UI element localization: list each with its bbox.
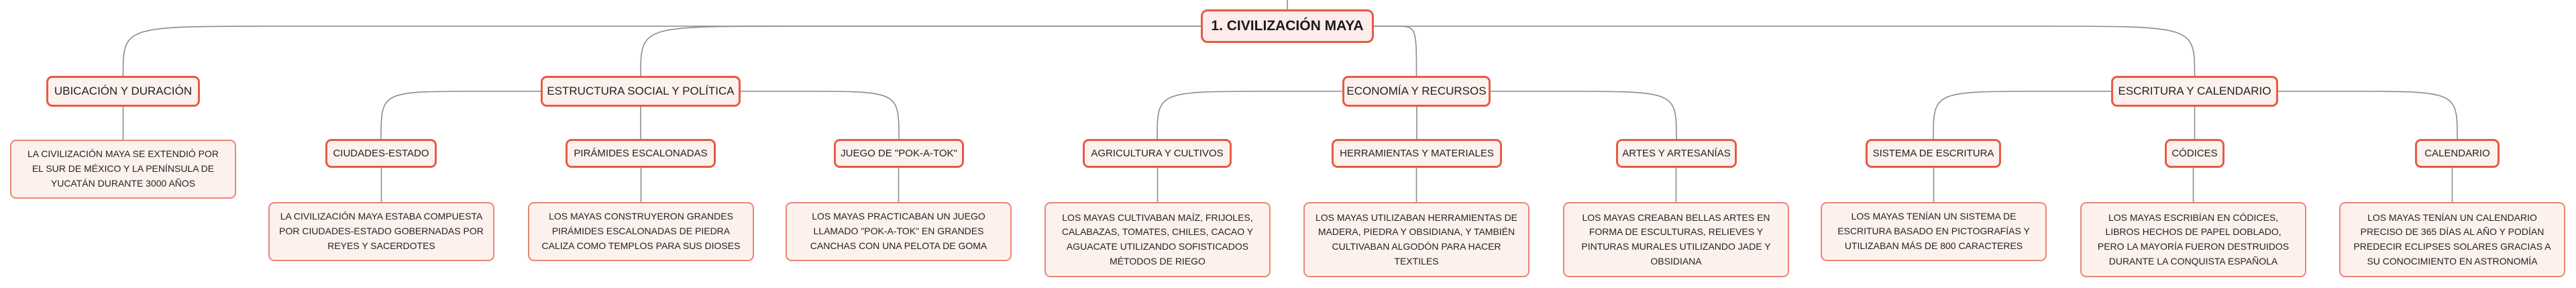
link-subtopic-agricultura	[1157, 91, 1342, 140]
link-subtopic-juego	[741, 91, 900, 140]
subtopic-piramides[interactable]: PIRÁMIDES ESCALONADAS	[566, 139, 716, 168]
link-subtopic-artes	[1491, 91, 1677, 140]
leaf-agricultura: LOS MAYAS CULTIVABAN MAÍZ, FRIJOLES, CAL…	[1044, 202, 1271, 277]
subtopic-codices[interactable]: CÓDICES	[2165, 139, 2224, 168]
subtopic-agricultura[interactable]: AGRICULTURA Y CULTIVOS	[1083, 139, 1232, 168]
link-topic-estructura	[640, 26, 1201, 77]
leaf-herramientas: LOS MAYAS UTILIZABAN HERRAMIENTAS DE MAD…	[1303, 202, 1529, 277]
leaf-artes: LOS MAYAS CREABAN BELLAS ARTES EN FORMA …	[1563, 202, 1789, 277]
leaf-calendario: LOS MAYAS TENÍAN UN CALENDARIO PRECISO D…	[2339, 202, 2565, 277]
subtopic-sistema[interactable]: SISTEMA DE ESCRITURA	[1866, 139, 2001, 168]
topic-estructura[interactable]: ESTRUCTURA SOCIAL Y POLÍTICA	[541, 76, 741, 107]
link-topic-escritura	[1374, 26, 2196, 77]
link-subtopic-ciudades	[380, 91, 541, 140]
topic-escritura[interactable]: ESCRITURA Y CALENDARIO	[2111, 76, 2278, 107]
link-topic-ubicacion	[122, 26, 1201, 77]
link-topic-economia	[1374, 26, 1417, 77]
root-node[interactable]: 1. CIVILIZACIÓN MAYA	[1201, 9, 1374, 43]
leaf-ubicacion: LA CIVILIZACIÓN MAYA SE EXTENDIÓ POR EL …	[10, 140, 236, 199]
subtopic-herramientas[interactable]: HERRAMIENTAS Y MATERIALES	[1332, 139, 1502, 168]
leaf-ciudades: LA CIVILIZACIÓN MAYA ESTABA COMPUESTA PO…	[268, 202, 494, 261]
leaf-piramides: LOS MAYAS CONSTRUYERON GRANDES PIRÁMIDES…	[528, 202, 754, 261]
leaf-codices: LOS MAYAS ESCRIBÍAN EN CÓDICES, LIBROS H…	[2080, 202, 2306, 277]
link-subtopic-sistema	[1933, 91, 2111, 140]
leaf-sistema: LOS MAYAS TENÍAN UN SISTEMA DE ESCRITURA…	[1821, 202, 2047, 261]
topic-ubicacion[interactable]: UBICACIÓN Y DURACIÓN	[46, 76, 200, 107]
subtopic-ciudades[interactable]: CIUDADES-ESTADO	[325, 139, 437, 168]
subtopic-juego[interactable]: JUEGO DE "POK-A-TOK"	[834, 139, 964, 168]
link-subtopic-calendario	[2278, 91, 2458, 140]
topic-economia[interactable]: ECONOMÍA Y RECURSOS	[1342, 76, 1491, 107]
subtopic-artes[interactable]: ARTES Y ARTESANÍAS	[1616, 139, 1737, 168]
leaf-juego: LOS MAYAS PRACTICABAN UN JUEGO LLAMADO "…	[786, 202, 1012, 261]
subtopic-calendario[interactable]: CALENDARIO	[2415, 139, 2500, 168]
